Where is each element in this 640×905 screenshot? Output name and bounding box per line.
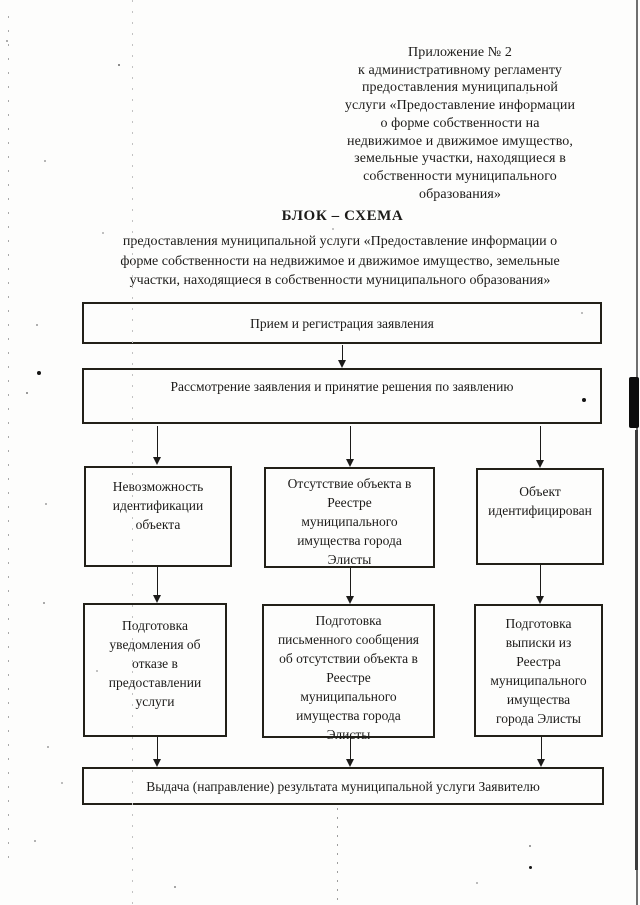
scan-dotted-line-margin — [132, 0, 133, 905]
flow-arrow-refusal-to-delivery — [152, 737, 161, 767]
flow-arrow-review-to-not-identified — [152, 426, 161, 465]
flow-arrow-not-identified-to-refusal — [152, 567, 161, 603]
flow-box-not-identified-label: Невозможность идентификации объекта — [112, 479, 204, 532]
flow-box-identified: Объект идентифицирован — [476, 468, 604, 565]
scan-speckles — [6, 40, 8, 42]
flow-arrow-letter-to-delivery — [345, 738, 354, 767]
flow-arrow-reception-to-review — [337, 345, 346, 368]
flow-box-registry-extract-label: Подготовка выписки из Реестра муниципаль… — [490, 616, 587, 726]
flow-box-absence-letter-label: Подготовка письменного сообщения об отсу… — [277, 613, 420, 742]
flow-box-absent-in-registry: Отсутствие объекта в Реестре муниципальн… — [264, 467, 435, 568]
flow-arrow-review-to-absent — [345, 426, 354, 467]
flow-box-refusal-notice-label: Подготовка уведомления об отказе в предо… — [108, 618, 202, 709]
flow-box-absent-in-registry-label: Отсутствие объекта в Реестре муниципальн… — [287, 476, 412, 567]
flow-box-reception: Прием и регистрация заявления — [82, 302, 602, 344]
page-title: БЛОК – СХЕМА — [281, 208, 404, 224]
flow-arrow-identified-to-extract — [535, 565, 544, 604]
flow-box-delivery: Выдача (направление) результата муниципа… — [82, 767, 604, 805]
scan-right-edge-dark-segment — [635, 430, 638, 870]
scan-dark-dot-left — [37, 371, 41, 375]
scan-dark-dot-bottom — [529, 866, 532, 869]
flow-box-registry-extract: Подготовка выписки из Реестра муниципаль… — [474, 604, 603, 737]
flow-box-not-identified: Невозможность идентификации объекта — [84, 466, 232, 567]
scan-dotted-line-left — [8, 16, 9, 860]
flow-box-review-label: Рассмотрение заявления и принятие решени… — [170, 379, 514, 394]
flow-box-reception-label: Прием и регистрация заявления — [250, 315, 434, 331]
scan-dotted-line-bottom — [337, 808, 338, 900]
flow-arrow-review-to-identified — [535, 426, 544, 468]
scan-ink-blob — [629, 377, 639, 428]
flow-box-identified-label: Объект идентифицирован — [488, 484, 592, 518]
flow-box-refusal-notice: Подготовка уведомления об отказе в предо… — [83, 603, 227, 737]
scan-dark-dot-review-box — [582, 398, 586, 402]
flow-box-absence-letter: Подготовка письменного сообщения об отсу… — [262, 604, 435, 742]
flow-box-delivery-label: Выдача (направление) результата муниципа… — [146, 778, 540, 794]
annex-note: Приложение № 2 к административному регла… — [344, 45, 576, 202]
flow-arrow-extract-to-delivery — [536, 737, 545, 767]
flow-arrow-absent-to-letter — [345, 568, 354, 604]
flow-box-review: Рассмотрение заявления и принятие решени… — [82, 368, 602, 424]
page-subtitle: предоставления муниципальной услуги «Пре… — [120, 234, 560, 288]
